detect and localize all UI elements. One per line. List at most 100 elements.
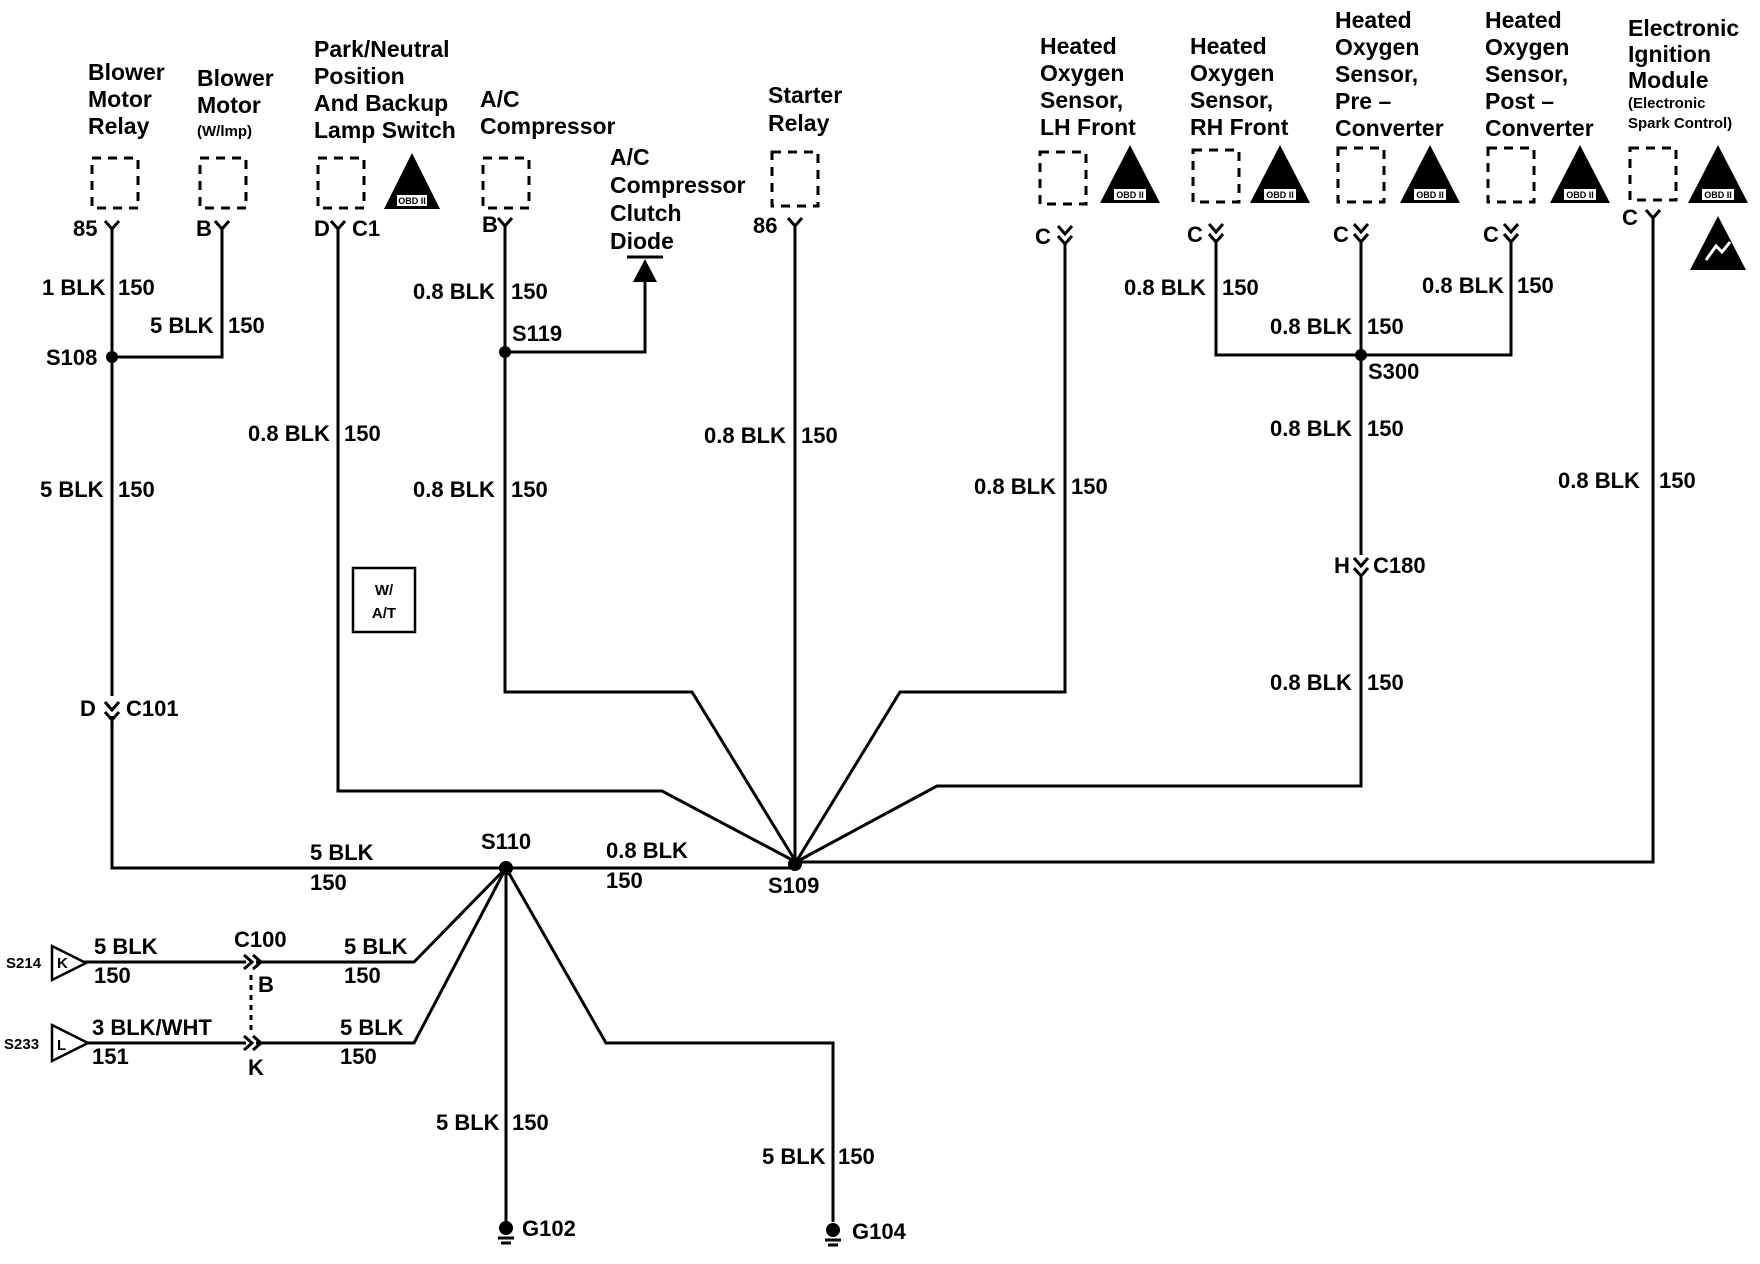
obd-warning-icon: OBD II bbox=[1550, 145, 1610, 203]
wire-park-neutral bbox=[336, 229, 797, 864]
splice-s119-dot bbox=[499, 346, 511, 358]
svg-text:Pre –: Pre – bbox=[1335, 88, 1391, 114]
svg-text:Heated: Heated bbox=[1040, 33, 1117, 59]
wire-ho2s-rh-post bbox=[1214, 242, 1513, 357]
svg-text:150: 150 bbox=[1222, 275, 1259, 300]
svg-text:150: 150 bbox=[310, 870, 347, 895]
starter-relay-label: Starter Relay bbox=[768, 82, 842, 136]
svg-text:S108: S108 bbox=[46, 345, 97, 370]
svg-text:0.8 BLK: 0.8 BLK bbox=[1270, 416, 1352, 441]
svg-text:C1: C1 bbox=[352, 216, 380, 241]
ac-compressor-label: A/C Compressor bbox=[480, 86, 616, 139]
svg-text:C: C bbox=[1622, 205, 1638, 230]
svg-text:5 BLK: 5 BLK bbox=[40, 477, 104, 502]
svg-text:OBD II: OBD II bbox=[398, 196, 426, 206]
ho2s-post-converter-box bbox=[1486, 146, 1536, 204]
blower-motor-box bbox=[198, 156, 248, 210]
svg-text:C: C bbox=[1483, 222, 1499, 247]
svg-text:5 BLK: 5 BLK bbox=[340, 1015, 404, 1040]
svg-text:W/: W/ bbox=[375, 582, 394, 599]
esd-sensitive-icon bbox=[1690, 216, 1746, 270]
svg-text:Heated: Heated bbox=[1190, 33, 1267, 59]
wire-c101-to-s110 bbox=[110, 716, 506, 870]
svg-text:150: 150 bbox=[344, 421, 381, 446]
svg-text:Position: Position bbox=[314, 63, 405, 89]
svg-text:OBD II: OBD II bbox=[1566, 190, 1594, 200]
svg-text:150: 150 bbox=[1071, 474, 1108, 499]
svg-text:Motor: Motor bbox=[88, 86, 152, 112]
svg-text:150: 150 bbox=[344, 963, 381, 988]
splice-labels: S108 S119 S300 S110 S109 bbox=[46, 321, 1419, 898]
wire-g104 bbox=[504, 867, 835, 1222]
svg-text:5 BLK: 5 BLK bbox=[344, 934, 408, 959]
svg-text:And Backup: And Backup bbox=[314, 90, 448, 116]
svg-text:Sensor,: Sensor, bbox=[1485, 61, 1568, 87]
svg-text:Converter: Converter bbox=[1335, 115, 1444, 141]
ground-g104-icon bbox=[825, 1223, 841, 1247]
svg-text:Diode: Diode bbox=[610, 228, 674, 254]
svg-text:S109: S109 bbox=[768, 873, 819, 898]
svg-text:Blower: Blower bbox=[197, 65, 274, 91]
obd-warning-icon: OBD II bbox=[1400, 145, 1460, 203]
svg-text:C: C bbox=[1187, 222, 1203, 247]
wire-labels: 1 BLK 150 5 BLK 150 0.8 BLK 150 0.8 BLK … bbox=[40, 273, 1696, 1169]
svg-text:150: 150 bbox=[801, 423, 838, 448]
svg-text:150: 150 bbox=[512, 1110, 549, 1135]
svg-text:C101: C101 bbox=[126, 696, 179, 721]
svg-text:86: 86 bbox=[753, 213, 777, 238]
svg-text:K: K bbox=[248, 1055, 264, 1080]
svg-text:LH Front: LH Front bbox=[1040, 114, 1136, 140]
svg-text:RH Front: RH Front bbox=[1190, 114, 1289, 140]
svg-text:B: B bbox=[258, 972, 274, 997]
svg-text:150: 150 bbox=[118, 275, 155, 300]
svg-text:Electronic: Electronic bbox=[1628, 15, 1739, 41]
pin-labels: 85 B D C1 B 86 C C C C C bbox=[73, 205, 1638, 249]
svg-text:0.8 BLK: 0.8 BLK bbox=[413, 279, 495, 304]
wire-c100k-s110 bbox=[256, 867, 508, 1045]
svg-text:L: L bbox=[57, 1037, 66, 1054]
svg-text:OBD II: OBD II bbox=[1704, 190, 1732, 200]
svg-text:0.8 BLK: 0.8 BLK bbox=[1270, 314, 1352, 339]
wire-blower-motor bbox=[112, 229, 224, 359]
svg-text:S300: S300 bbox=[1368, 359, 1419, 384]
blower-motor-label: Blower Motor (W/lmp) bbox=[197, 65, 274, 140]
svg-text:A/C: A/C bbox=[610, 144, 650, 170]
wire-ho2s-lh bbox=[794, 244, 1067, 863]
svg-text:Relay: Relay bbox=[768, 110, 830, 136]
svg-text:150: 150 bbox=[1659, 468, 1696, 493]
svg-text:S119: S119 bbox=[512, 321, 562, 346]
svg-text:H: H bbox=[1334, 553, 1350, 578]
svg-text:3 BLK/WHT: 3 BLK/WHT bbox=[92, 1015, 212, 1040]
svg-text:Oxygen: Oxygen bbox=[1485, 34, 1569, 60]
svg-text:85: 85 bbox=[73, 216, 97, 241]
svg-text:150: 150 bbox=[1517, 273, 1554, 298]
svg-text:C100: C100 bbox=[234, 927, 287, 952]
svg-text:K: K bbox=[57, 955, 68, 972]
svg-text:C180: C180 bbox=[1373, 553, 1426, 578]
ho2s-rh-front-label: Heated Oxygen Sensor, RH Front bbox=[1190, 33, 1289, 140]
wire-eim bbox=[796, 218, 1655, 864]
starter-relay-box bbox=[770, 150, 820, 208]
svg-text:Spark Control): Spark Control) bbox=[1628, 115, 1732, 132]
svg-text:0.8 BLK: 0.8 BLK bbox=[1270, 670, 1352, 695]
svg-text:Oxygen: Oxygen bbox=[1040, 60, 1124, 86]
svg-text:150: 150 bbox=[1367, 416, 1404, 441]
svg-text:0.8 BLK: 0.8 BLK bbox=[704, 423, 786, 448]
svg-text:Heated: Heated bbox=[1485, 7, 1562, 33]
svg-text:(W/lmp): (W/lmp) bbox=[197, 123, 252, 140]
svg-text:D: D bbox=[314, 216, 330, 241]
svg-text:Motor: Motor bbox=[197, 92, 261, 118]
svg-text:D: D bbox=[80, 696, 96, 721]
svg-text:Park/Neutral: Park/Neutral bbox=[314, 36, 450, 62]
svg-text:0.8 BLK: 0.8 BLK bbox=[606, 838, 688, 863]
svg-text:150: 150 bbox=[838, 1144, 875, 1169]
svg-text:150: 150 bbox=[94, 963, 131, 988]
wire-c100b-s110 bbox=[256, 866, 508, 964]
svg-text:B: B bbox=[482, 212, 498, 237]
svg-text:OBD II: OBD II bbox=[1266, 190, 1294, 200]
splice-s110-dot bbox=[499, 861, 513, 875]
svg-text:A/T: A/T bbox=[372, 605, 396, 622]
svg-text:Post –: Post – bbox=[1485, 88, 1554, 114]
svg-text:A/C: A/C bbox=[480, 86, 520, 112]
